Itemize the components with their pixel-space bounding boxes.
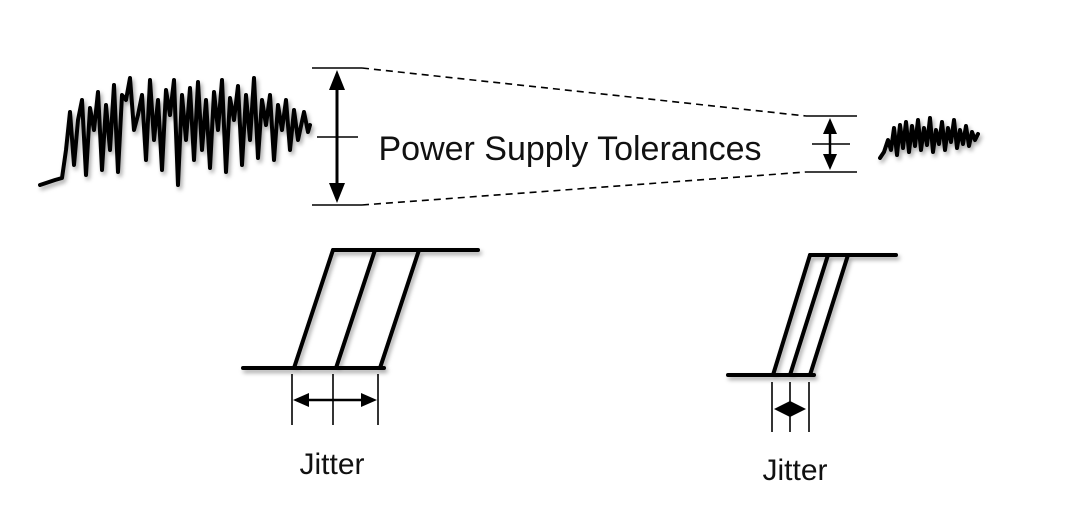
right-jitter-dimension: [771, 382, 810, 432]
large-tolerance-arrow: [312, 67, 362, 206]
power-supply-tolerances-label: Power Supply Tolerances: [378, 130, 761, 168]
small-tolerance-arrow: [806, 115, 857, 173]
left-jitter-label: Jitter: [299, 448, 364, 481]
right-signal-edges: [726, 253, 898, 377]
large-noise-waveform: [38, 76, 312, 187]
left-signal-edges: [241, 248, 480, 370]
left-jitter-dimension: [291, 374, 379, 425]
small-noise-waveform: [878, 116, 980, 160]
right-jitter-label: Jitter: [762, 454, 827, 487]
tolerance-taper-lines: [361, 67, 807, 206]
